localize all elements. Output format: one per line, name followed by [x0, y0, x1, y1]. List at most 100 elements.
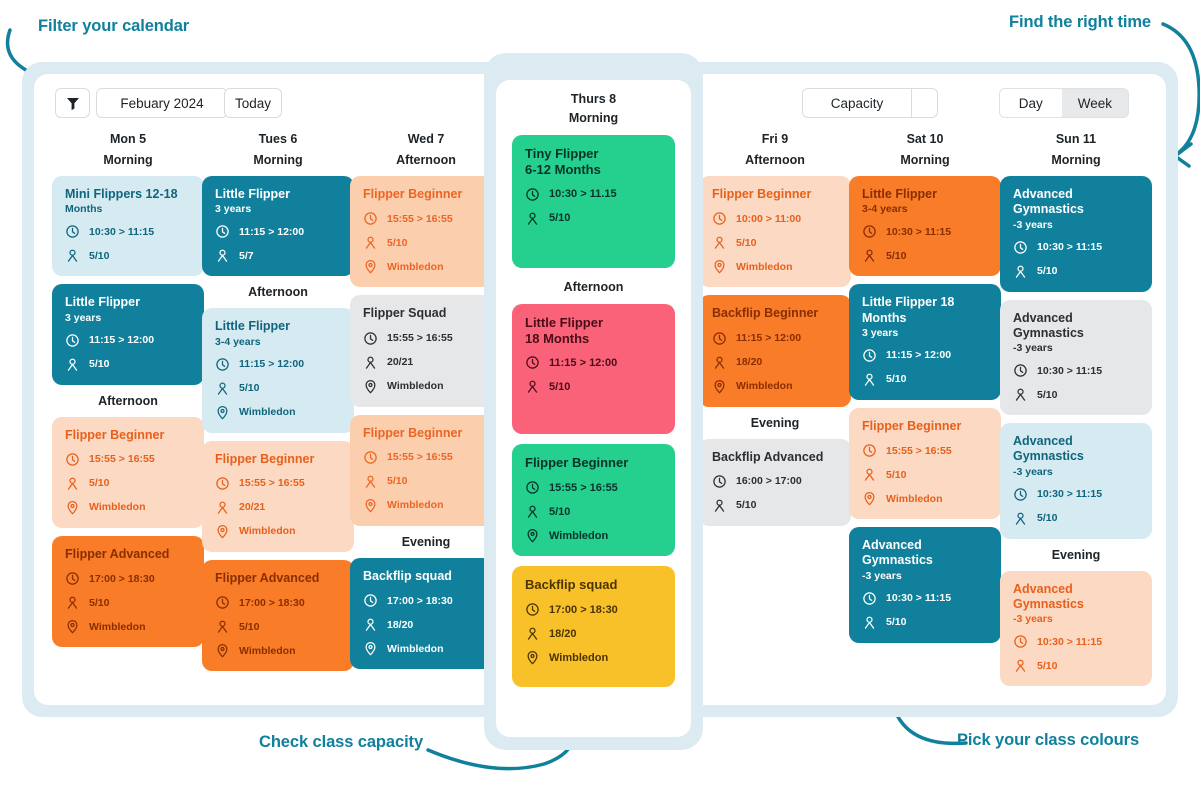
class-card-capacity-value: 5/10: [736, 499, 757, 512]
person-icon: [864, 373, 875, 386]
class-card-capacity-value: 5/10: [239, 620, 260, 633]
class-card-time-value: 10:30 > 11:15: [886, 592, 952, 604]
class-card-time: 10:30 > 11:15: [1013, 240, 1139, 255]
class-card-capacity: 18/20: [525, 626, 662, 641]
location-pin-icon: [217, 405, 228, 419]
chevron-down-icon[interactable]: [911, 89, 937, 117]
time-slot-label: Morning: [1051, 153, 1101, 167]
today-button[interactable]: Today: [224, 88, 282, 118]
class-card-location: Wimbledon: [525, 528, 662, 543]
class-card-subtitle: -3 years: [1013, 465, 1053, 478]
person-icon: [864, 249, 875, 262]
view-toggle-day[interactable]: Day: [999, 89, 1062, 117]
class-card-capacity-value: 5/10: [886, 468, 907, 481]
class-card-capacity: 5/10: [525, 379, 662, 394]
class-card-title: Advanced Gymnastics: [1013, 310, 1084, 340]
class-card-location-value: Wimbledon: [89, 620, 146, 633]
class-card-capacity-value: 5/10: [886, 616, 907, 628]
class-card-time-value: 17:00 > 18:30: [89, 572, 155, 585]
view-toggle[interactable]: Day Week: [998, 88, 1129, 118]
class-card-time: 10:30 > 11:15: [1013, 634, 1139, 649]
view-toggle-week[interactable]: Week: [1077, 95, 1112, 111]
class-card-time-value: 10:30 > 11:15: [1037, 364, 1103, 377]
person-icon: [365, 356, 376, 369]
class-card-capacity-value: 20/21: [387, 356, 414, 368]
class-card-capacity: 5/10: [1013, 387, 1139, 402]
class-card-capacity: 20/21: [363, 355, 489, 370]
class-card-capacity: 5/10: [215, 619, 341, 634]
class-card-time: 11:15 > 12:00: [712, 331, 838, 346]
location-pin-icon: [527, 651, 538, 665]
class-card-location-value: Wimbledon: [239, 525, 296, 538]
person-icon: [1015, 265, 1026, 278]
time-slot-label: Morning: [568, 111, 619, 125]
calendar-toolbar: Febuary 2024 Today Capacity Day Week: [34, 74, 1166, 132]
time-slot-label: Afternoon: [248, 285, 308, 300]
class-card-location-value: Wimbledon: [387, 642, 444, 655]
class-card-capacity: 18/20: [363, 617, 489, 632]
class-card-location: Wimbledon: [215, 405, 341, 420]
class-card-time: 10:30 > 11:15: [1013, 487, 1139, 502]
class-card-time: 17:00 > 18:30: [525, 602, 662, 617]
person-icon: [714, 236, 725, 249]
class-card-subtitle: -3 years: [1013, 342, 1053, 354]
class-card-time: 15:55 > 16:55: [65, 452, 191, 467]
class-card-subtitle: -3 years: [1013, 613, 1053, 625]
person-icon: [365, 236, 376, 249]
class-card-title: Little Flipper: [862, 187, 937, 201]
class-card-time-value: 11:15 > 12:00: [89, 334, 155, 346]
class-card-capacity: 20/21: [215, 500, 341, 515]
location-pin-icon: [365, 379, 376, 393]
clock-icon: [216, 225, 229, 238]
class-card-title: Little Flipper: [65, 295, 140, 310]
time-slot-label: Afternoon: [563, 279, 624, 294]
class-card-location: Wimbledon: [525, 650, 662, 665]
class-card-capacity-value: 20/21: [239, 501, 266, 514]
location-pin-icon: [365, 641, 376, 656]
class-card-capacity: 5/10: [363, 235, 489, 250]
class-card-location: Wimbledon: [65, 619, 191, 634]
clock-icon: [713, 331, 726, 345]
class-card-capacity: 5/10: [712, 235, 838, 250]
annotation-pick-your-class-colours: Pick your class colours: [957, 731, 1140, 749]
class-card-capacity-value: 18/20: [387, 618, 414, 631]
class-card-capacity: 5/10: [1013, 264, 1139, 279]
filter-button[interactable]: [55, 88, 90, 118]
capacity-dropdown[interactable]: Capacity: [802, 88, 938, 118]
clock-icon: [863, 349, 876, 362]
class-card[interactable]: Advanced Gymnastics -3 years 10:30 > 11:15…: [1000, 299, 1152, 415]
class-card-capacity: 5/10: [525, 211, 662, 226]
class-card-title: Little Flipper: [215, 319, 290, 334]
person-icon: [217, 620, 228, 633]
month-selector[interactable]: Febuary 2024: [96, 88, 228, 118]
